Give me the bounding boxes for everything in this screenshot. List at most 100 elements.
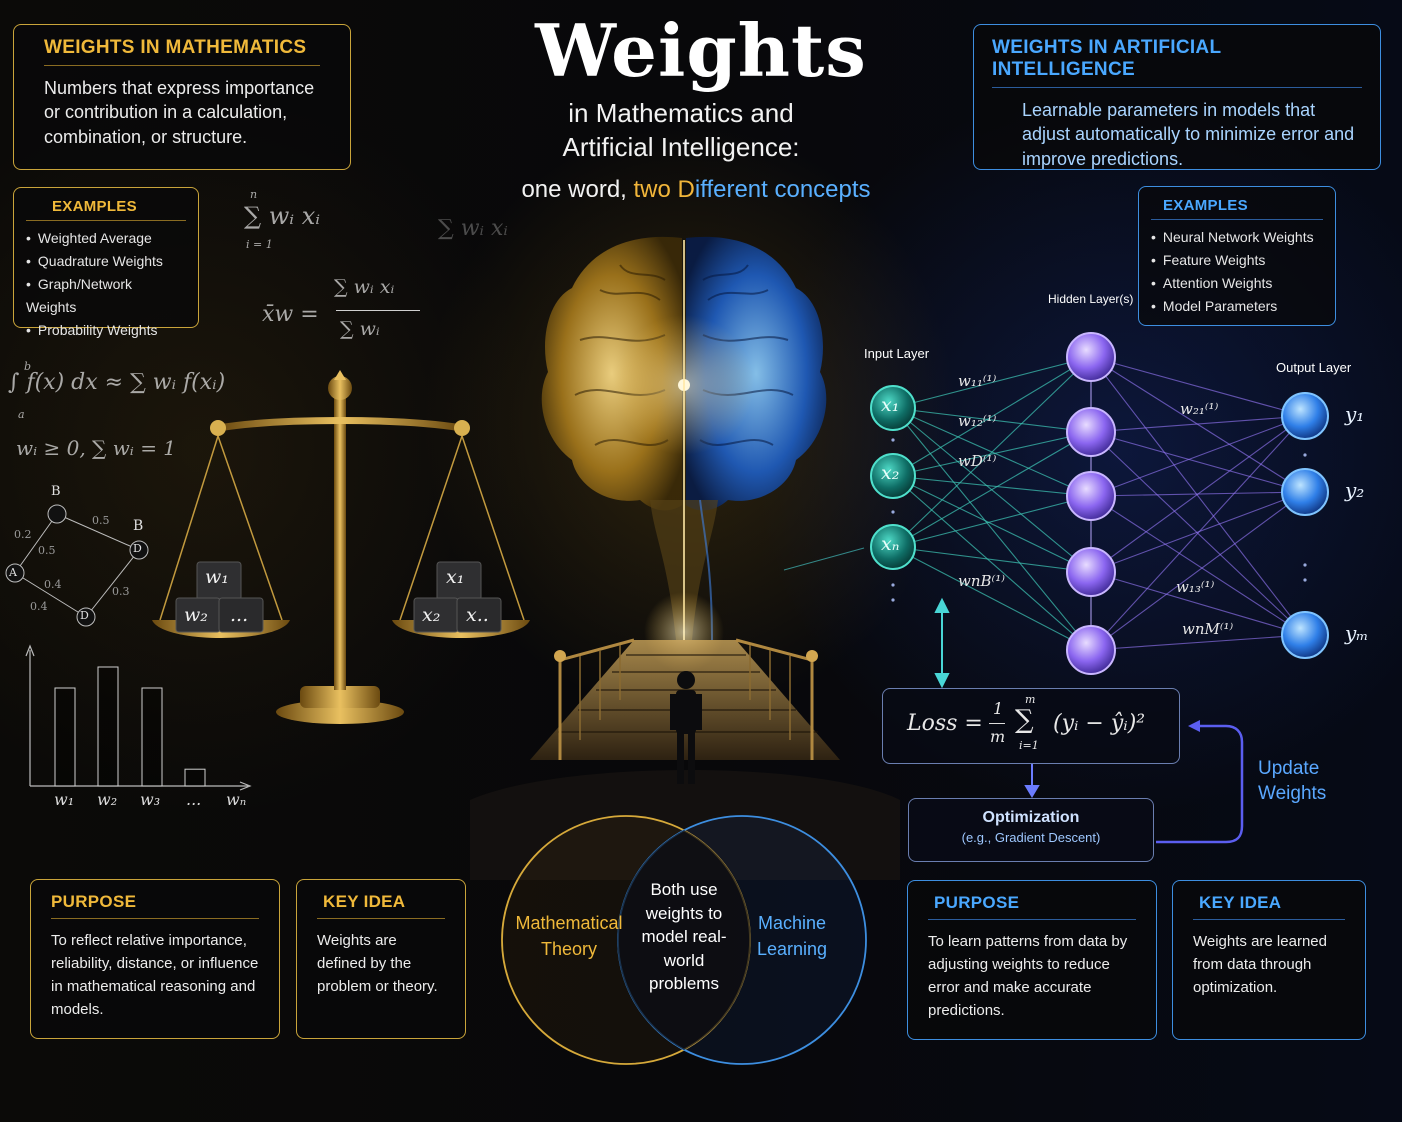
tagline-part-3: ifferent concepts xyxy=(694,176,871,203)
graph-edge-weight: 0.4 xyxy=(30,600,48,613)
ai-key-idea-heading: KEY IDEA xyxy=(1199,893,1282,912)
ellipsis-dot xyxy=(1303,578,1307,582)
ai-example-item: Neural Network Weights xyxy=(1151,226,1323,249)
subtitle-line-2: Artificial Intelligence: xyxy=(562,132,800,162)
ai-key-idea-card: KEY IDEA Weights are learned from data t… xyxy=(1172,880,1366,1040)
hidden-node xyxy=(1066,332,1116,382)
output-weight-label: w₁₃⁽¹⁾ xyxy=(1176,578,1215,596)
bridge-illustration xyxy=(470,638,900,880)
ai-examples-rule xyxy=(1151,219,1323,220)
math-heading-rule xyxy=(44,65,320,66)
tagline: one word, two Different concepts xyxy=(0,176,1392,204)
loss-lhs: Loss = xyxy=(907,711,983,736)
scale-right-block-label: x₁ xyxy=(446,566,465,588)
network-edge xyxy=(1090,415,1306,433)
math-purpose-rule xyxy=(51,918,259,919)
sum-upper-limit: n xyxy=(250,188,258,201)
quadrature-formula: ∫ f(x) dx ≈ ∑ wᵢ f(xᵢ) xyxy=(8,370,226,395)
ai-key-idea-text: Weights are learned from data through op… xyxy=(1193,933,1327,996)
math-examples-rule xyxy=(26,220,186,221)
update-weights-loop xyxy=(1156,724,1244,844)
ellipsis-dot xyxy=(891,583,895,587)
output-layer-label: Output Layer xyxy=(1276,360,1352,375)
weight-constraint-formula: wᵢ ≥ 0, ∑ wᵢ = 1 xyxy=(16,436,177,460)
graph-node-label: B xyxy=(51,484,61,499)
input-weight-label: wD⁽¹⁾ xyxy=(958,452,997,470)
network-edge xyxy=(1090,634,1306,651)
network-edge xyxy=(892,356,1092,409)
network-edge xyxy=(892,431,1092,548)
ellipsis-dot xyxy=(891,510,895,514)
math-example-item: Probability Weights xyxy=(26,319,186,342)
network-edge xyxy=(1090,571,1306,636)
hidden-layer-label: Hidden Layer(s) xyxy=(1048,292,1134,306)
weighted-average-denominator: ∑ wᵢ xyxy=(340,318,380,340)
quadrature-upper-limit: b xyxy=(24,360,32,373)
update-weights-line-1: Update xyxy=(1258,758,1320,779)
ai-purpose-card: PURPOSE To learn patterns from data by a… xyxy=(907,880,1157,1040)
output-node xyxy=(1281,468,1329,516)
ai-key-idea-rule xyxy=(1193,919,1345,920)
network-edge xyxy=(1090,356,1306,417)
network-edge xyxy=(1090,491,1306,651)
optimization-title: Optimization xyxy=(982,809,1080,826)
bar-chart-bar xyxy=(141,687,163,787)
network-edge xyxy=(1090,495,1306,636)
loss-rhs: (yᵢ − ŷᵢ)² xyxy=(1053,711,1146,736)
network-edge xyxy=(892,475,1092,651)
network-edge xyxy=(892,546,1092,651)
graph-node-label: B xyxy=(133,518,144,534)
network-edge xyxy=(1090,415,1306,573)
bar-chart-bars xyxy=(54,666,206,787)
bar-chart-x-label: w₂ xyxy=(97,790,118,809)
math-example-item: Graph/Network Weights xyxy=(26,273,186,319)
network-edge xyxy=(1090,415,1306,651)
input-node-label: xₙ xyxy=(881,533,900,555)
graph-edge-weight: 0.2 xyxy=(14,528,32,541)
input-node xyxy=(870,453,916,499)
graph-edge-weight: 0.5 xyxy=(38,544,56,557)
output-weight-label: w₂₁⁽¹⁾ xyxy=(1180,400,1219,418)
ai-examples-list: Neural Network WeightsFeature WeightsAtt… xyxy=(1151,226,1323,318)
ai-definition: Learnable parameters in models that adju… xyxy=(1022,100,1355,169)
optimization-subtitle: (e.g., Gradient Descent) xyxy=(961,830,1101,845)
math-purpose-heading: PURPOSE xyxy=(51,892,137,911)
network-edge xyxy=(1090,491,1306,573)
weighted-average-numerator: ∑ wᵢ xᵢ xyxy=(334,276,395,298)
loss-fraction-bar xyxy=(989,723,1005,724)
loss-fraction-denominator: m xyxy=(990,727,1006,746)
hidden-node xyxy=(1066,547,1116,597)
loss-sum-upper: m xyxy=(1025,693,1036,706)
math-example-item: Quadrature Weights xyxy=(26,250,186,273)
ai-heading-rule xyxy=(992,87,1362,88)
graph-edge-weight: 0.5 xyxy=(92,514,110,527)
scale-right-block-label: x.. xyxy=(466,604,489,626)
network-edge xyxy=(892,407,1092,433)
math-examples-card: EXAMPLES Weighted AverageQuadrature Weig… xyxy=(13,187,199,338)
graph-edge-weight: 0.3 xyxy=(112,585,130,598)
ellipsis-dot xyxy=(891,598,895,602)
network-edge xyxy=(892,356,1092,477)
input-node-label: x₂ xyxy=(881,462,900,484)
input-node xyxy=(870,385,916,431)
tagline-part-1: one word, xyxy=(521,176,634,203)
output-node-label: y₁ xyxy=(1345,402,1365,426)
venn-center-label: Both use weights to model real-world pro… xyxy=(641,880,727,993)
bar-chart-x-label: w₁ xyxy=(54,790,75,809)
math-key-idea-heading: KEY IDEA xyxy=(323,892,406,911)
weighted-average-lhs: x̄w = xyxy=(262,302,319,327)
ellipsis-dot xyxy=(1303,453,1307,457)
weighted-average-fraction-bar xyxy=(336,310,420,311)
hidden-node xyxy=(1066,625,1116,675)
network-connections xyxy=(892,356,1306,651)
bar-chart-bar xyxy=(54,687,76,787)
balance-scale xyxy=(152,370,530,724)
bar-chart-x-label: wₙ xyxy=(226,790,247,809)
page-title: Weights xyxy=(535,8,867,93)
venn-left-label: Mathematical Theory xyxy=(515,913,623,959)
ellipsis-dot xyxy=(1303,563,1307,567)
network-edge xyxy=(892,546,1092,573)
scale-left-block-label: w₁ xyxy=(205,566,229,588)
ai-heading: WEIGHTS IN ARTIFICIAL INTELLIGENCE xyxy=(992,37,1222,80)
